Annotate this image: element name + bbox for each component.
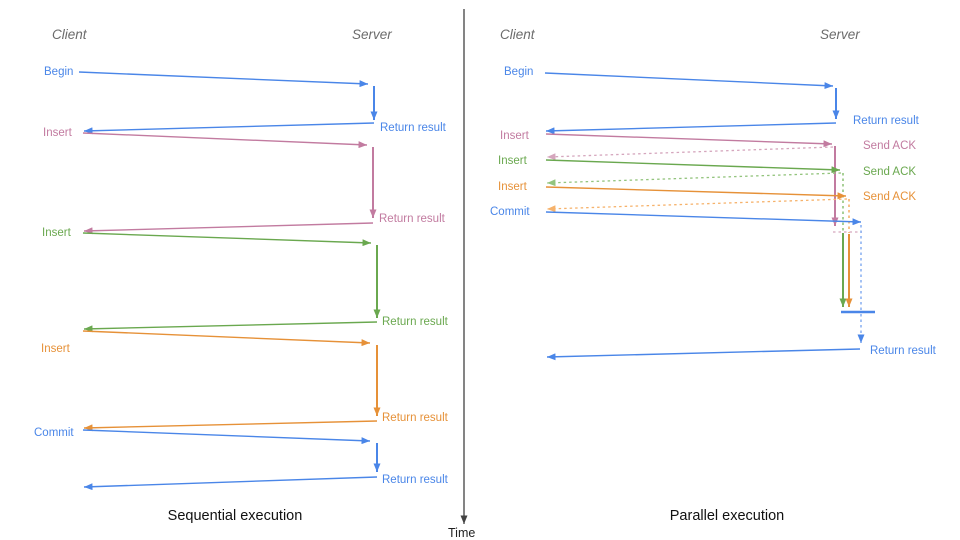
seq-insert3-request-arrow [82, 330, 371, 347]
par-begin-return-arrow [545, 122, 837, 135]
par-insert2-request-arrow [545, 159, 841, 174]
seq-client-header: Client [52, 27, 88, 42]
par-commit-label: Commit [490, 206, 530, 218]
seq-begin-request-arrow [78, 71, 369, 88]
par-insert1-response-label: Send ACK [863, 140, 916, 152]
par-insert3-request-arrow [545, 186, 847, 200]
seq-insert2-return-arrow [83, 321, 378, 333]
par-insert3-label: Insert [498, 181, 528, 193]
seq-insert1-return-arrow [83, 222, 374, 235]
par-begin-request-arrow [544, 72, 834, 90]
seq-insert1-response-label: Return result [379, 213, 446, 225]
par-insert1-label: Insert [500, 130, 530, 142]
par-commit-request-arrow [545, 211, 862, 226]
par-insert3-response-label: Send ACK [863, 191, 916, 203]
parallel-panel: Client Server Begin Return result Insert… [490, 27, 937, 524]
par-insert2-label: Insert [498, 155, 528, 167]
par-insert3-ack-arrow [546, 198, 848, 213]
seq-insert2-response-label: Return result [382, 316, 449, 328]
par-commit-return-arrow [546, 348, 861, 361]
parallel-title: Parallel execution [670, 508, 784, 524]
time-axis-label: Time [448, 526, 475, 540]
seq-insert3-return-arrow [83, 420, 378, 432]
sequential-title: Sequential execution [168, 508, 303, 524]
par-insert2-response-label: Send ACK [863, 166, 916, 178]
sequential-panel: Client Server Begin Return result Insert… [34, 27, 449, 524]
seq-begin-return-arrow [83, 122, 375, 135]
par-insert2-ack-arrow [546, 172, 842, 187]
seq-commit-label: Commit [34, 427, 74, 439]
seq-begin-response-label: Return result [380, 122, 447, 134]
par-client-header: Client [500, 27, 536, 42]
par-insert1-ack-arrow [546, 146, 834, 161]
par-begin-response-label: Return result [853, 115, 920, 127]
seq-insert2-request-arrow [82, 232, 372, 247]
seq-insert1-label: Insert [43, 127, 73, 139]
seq-insert2-label: Insert [42, 227, 72, 239]
seq-insert1-request-arrow [82, 132, 368, 149]
seq-server-header: Server [352, 27, 392, 42]
par-server-header: Server [820, 27, 860, 42]
par-commit-response-label: Return result [870, 345, 937, 357]
seq-insert3-response-label: Return result [382, 412, 449, 424]
seq-begin-label: Begin [44, 66, 73, 78]
seq-commit-return-arrow [83, 476, 378, 491]
par-begin-label: Begin [504, 66, 533, 78]
seq-commit-response-label: Return result [382, 474, 449, 486]
seq-commit-request-arrow [82, 429, 371, 445]
time-axis: Time [448, 9, 475, 540]
seq-insert3-label: Insert [41, 343, 71, 355]
par-insert1-request-arrow [545, 133, 833, 148]
